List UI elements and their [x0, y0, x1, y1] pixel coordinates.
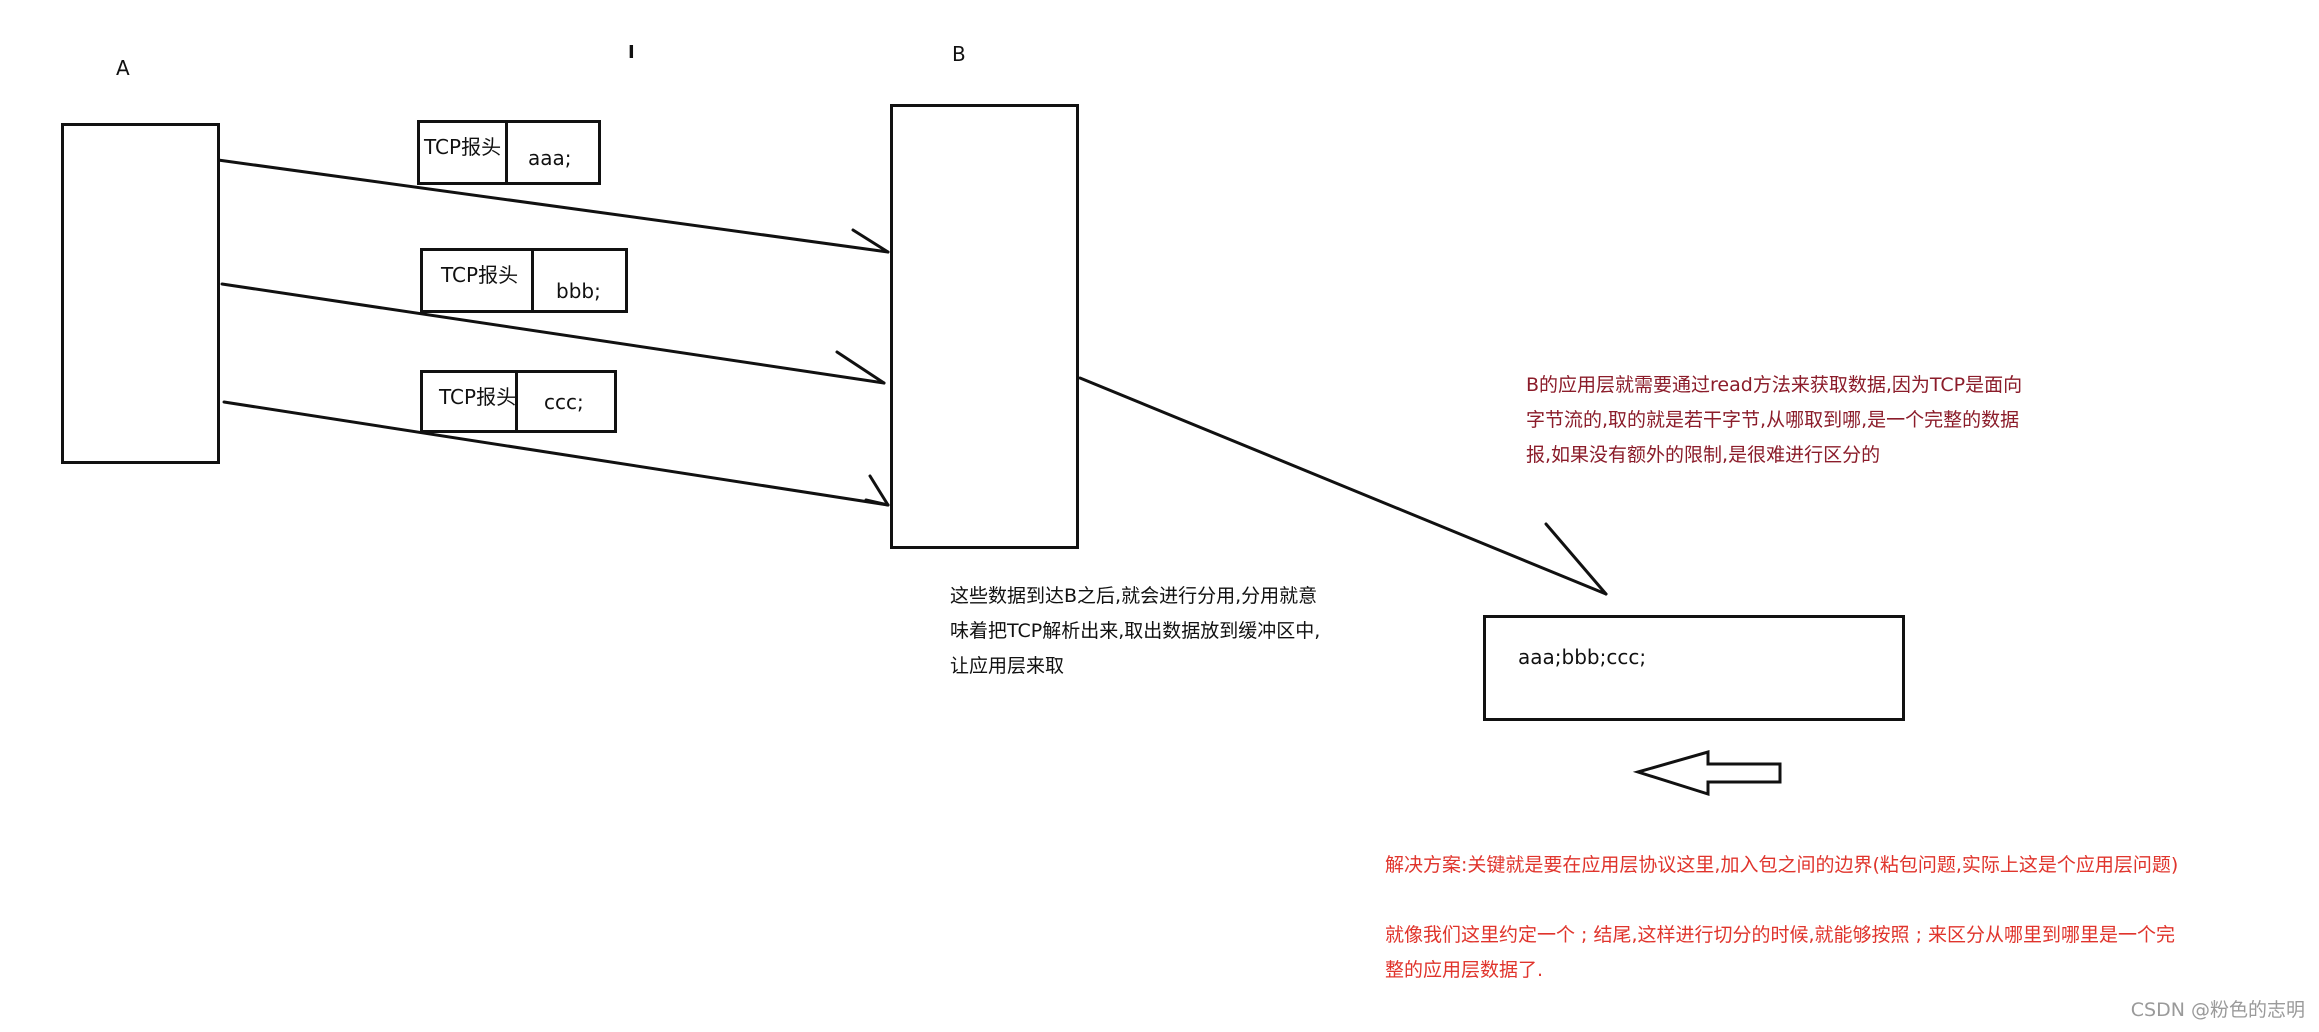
arrowhead-packet-3-tail — [864, 498, 890, 507]
arrowhead-packet-2 — [835, 350, 886, 385]
arrow-b-to-buffer — [1078, 376, 1608, 596]
arrowhead-packet-1 — [851, 228, 890, 254]
packet-1-header: TCP报头 — [420, 123, 508, 182]
packet-2: TCP报头 bbb; — [420, 248, 628, 313]
receive-buffer-box: aaa;bbb;ccc; — [1483, 615, 1905, 721]
example-note-line-1: 就像我们这里约定一个 ; 结尾,这样进行切分的时候,就能够按照 ; 来区分从哪里… — [1385, 924, 2176, 946]
host-a-label: A — [116, 56, 130, 80]
demux-note-line-3: 让应用层来取 — [950, 655, 1065, 677]
host-b-label: B — [952, 42, 966, 66]
example-note: 就像我们这里约定一个 ; 结尾,这样进行切分的时候,就能够按照 ; 来区分从哪里… — [1385, 918, 2175, 988]
receive-buffer-content: aaa;bbb;ccc; — [1518, 645, 1647, 669]
packet-2-header: TCP报头 — [423, 251, 534, 310]
packet-3: TCP报头 ccc; — [420, 370, 617, 433]
read-note-line-3: 报,如果没有额外的限制,是很难进行区分的 — [1526, 444, 1881, 466]
packet-1: TCP报头 aaa; — [417, 120, 601, 185]
packet-3-header: TCP报头 — [423, 373, 518, 430]
cursor-glyph: I — [628, 42, 635, 63]
arrow-packet-3 — [222, 400, 890, 507]
arrow-packet-1 — [216, 158, 890, 254]
demux-note: 这些数据到达B之后,就会进行分用,分用就意 味着把TCP解析出来,取出数据放到缓… — [950, 579, 1320, 684]
example-note-line-2: 整的应用层数据了. — [1385, 959, 1544, 981]
left-hollow-arrow — [1632, 750, 1782, 797]
demux-note-line-1: 这些数据到达B之后,就会进行分用,分用就意 — [950, 585, 1318, 607]
host-a-box — [61, 123, 220, 464]
watermark: CSDN @粉色的志明 — [2130, 999, 2305, 1021]
demux-note-line-2: 味着把TCP解析出来,取出数据放到缓冲区中, — [950, 620, 1321, 642]
host-b-box — [890, 104, 1079, 549]
packet-3-payload: ccc; — [544, 389, 584, 414]
packet-1-payload: aaa; — [528, 145, 572, 170]
read-note-line-1: B的应用层就需要通过read方法来获取数据,因为TCP是面向 — [1526, 374, 2023, 396]
arrowhead-b-to-buffer — [1544, 522, 1608, 596]
read-note: B的应用层就需要通过read方法来获取数据,因为TCP是面向 字节流的,取的就是… — [1526, 368, 2022, 473]
read-note-line-2: 字节流的,取的就是若干字节,从哪取到哪,是一个完整的数据 — [1526, 409, 2020, 431]
packet-2-payload: bbb; — [556, 278, 601, 303]
solution-note: 解决方案:关键就是要在应用层协议这里,加入包之间的边界(粘包问题,实际上这是个应… — [1385, 854, 2179, 876]
arrow-packet-2 — [220, 282, 886, 385]
arrowhead-packet-3 — [868, 474, 890, 507]
